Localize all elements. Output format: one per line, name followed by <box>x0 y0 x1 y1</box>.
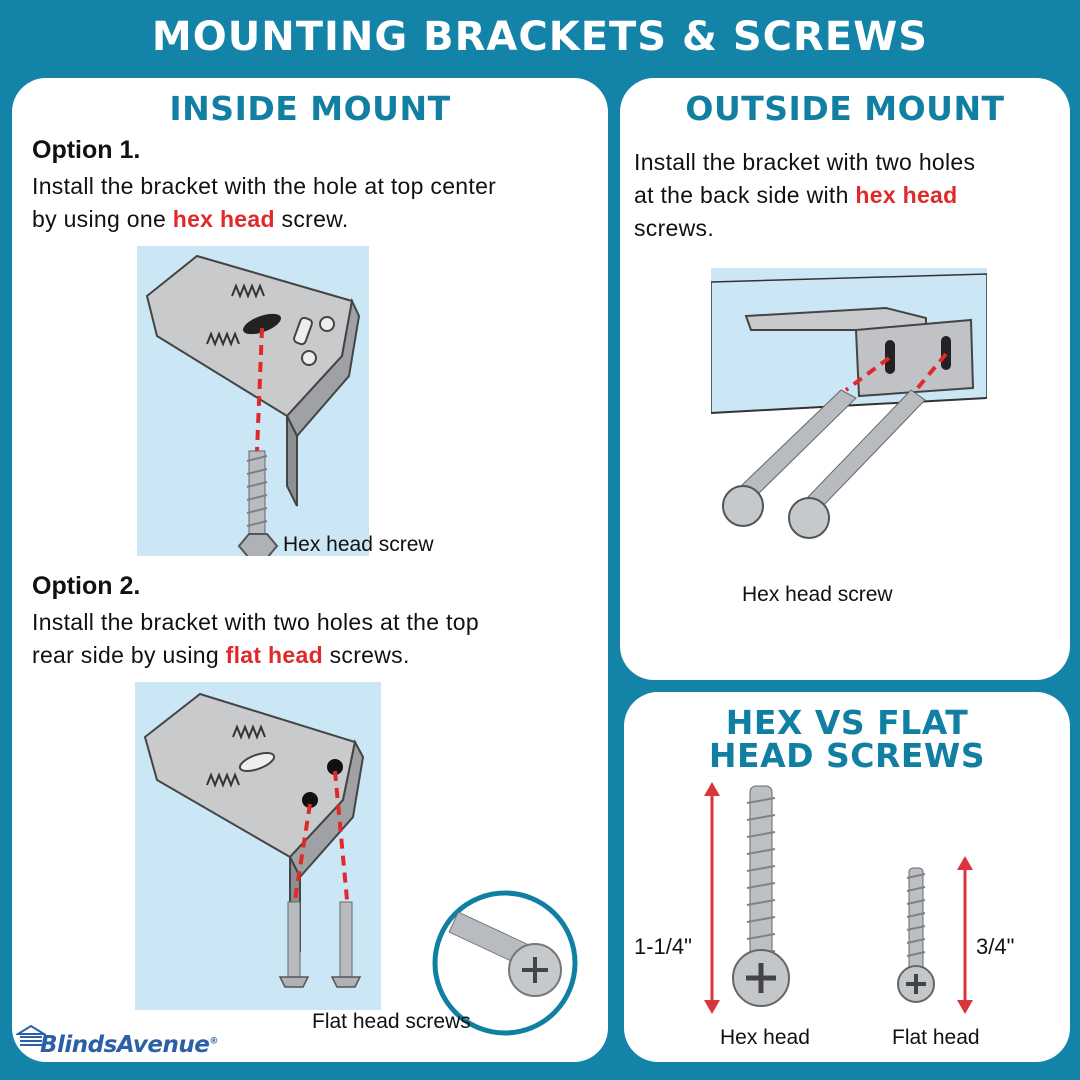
outside-bracket-illustration <box>711 268 987 554</box>
option2-line2-start: rear side by using <box>32 642 226 668</box>
hex-length-arrow-icon <box>704 782 720 1014</box>
outside-caption: Hex head screw <box>742 583 893 606</box>
outside-description: Install the bracket with two holes at th… <box>634 146 975 245</box>
option2-caption: Flat head screws <box>312 1010 471 1033</box>
option2-description: Install the bracket with two holes at th… <box>32 606 479 672</box>
brand-logo: BlindsAvenue® <box>16 1022 256 1066</box>
flat-head-closeup-illustration <box>432 890 578 1036</box>
alignment-line-right <box>914 352 948 392</box>
option1-line2-end: screw. <box>274 206 349 232</box>
inside-mount-card: INSIDE MOUNT Option 1. Install the brack… <box>12 78 608 1062</box>
compare-title-line2: HEAD SCREWS <box>708 736 986 775</box>
option2-line1: Install the bracket with two holes at th… <box>32 609 479 635</box>
outside-mount-card: OUTSIDE MOUNT Install the bracket with t… <box>620 78 1070 680</box>
option2-highlight: flat head <box>225 642 323 668</box>
flat-head-screw-icon <box>897 867 935 1003</box>
hex-head-screw-icon <box>732 785 790 1007</box>
flat-head-screw-icon <box>278 901 362 988</box>
option1-line1: Install the bracket with the hole at top… <box>32 173 497 199</box>
compare-title-line1: HEX VS FLAT <box>725 703 969 742</box>
outside-line2: at the back side with hex head <box>634 179 975 212</box>
inside-mount-title: INSIDE MOUNT <box>169 89 451 128</box>
hex-length-label: 1-1/4" <box>634 934 692 959</box>
hex-vs-flat-card: HEX VS FLAT HEAD SCREWS <box>624 692 1070 1062</box>
alignment-line-right <box>333 770 349 901</box>
option1-label: Option 1. <box>32 136 141 164</box>
blinds-logo-icon <box>16 1024 46 1046</box>
hex-head-label: Hex head <box>720 1026 810 1049</box>
option1-caption: Hex head screw <box>283 533 434 556</box>
option2-label: Option 2. <box>32 572 141 600</box>
outside-mount-title: OUTSIDE MOUNT <box>685 89 1005 128</box>
outside-line3: screws. <box>634 215 715 241</box>
alignment-line <box>255 327 264 452</box>
outside-line2-start: at the back side with <box>634 182 856 208</box>
flat-length-arrow-icon <box>957 856 973 1014</box>
hex-head-screws-icon <box>722 389 926 539</box>
brand-registered-mark: ® <box>209 1036 218 1047</box>
flat-length-label: 3/4" <box>976 934 1015 959</box>
option1-line2: by using one hex head screw. <box>32 203 496 236</box>
option2-line2: rear side by using flat head screws. <box>32 639 479 672</box>
option1-bracket-illustration <box>137 246 369 556</box>
brand-name: BlindsAvenue® <box>40 1032 218 1058</box>
main-title: MOUNTING BRACKETS & SCREWS <box>151 14 929 60</box>
outside-line1: Install the bracket with two holes <box>634 149 976 175</box>
option2-bracket-illustration <box>135 682 381 1010</box>
flat-head-label: Flat head <box>892 1026 980 1049</box>
option1-line2-start: by using one <box>32 206 173 232</box>
option1-description: Install the bracket with the hole at top… <box>32 170 496 236</box>
option1-highlight: hex head <box>172 206 275 232</box>
alignment-line-left <box>844 356 891 392</box>
screw-comparison-illustration <box>704 782 973 1014</box>
brand-name-text: BlindsAvenue <box>40 1032 210 1058</box>
option2-line2-end: screws. <box>322 642 410 668</box>
flat-head-screw-closeup-icon <box>448 911 562 997</box>
outside-highlight: hex head <box>855 182 958 208</box>
